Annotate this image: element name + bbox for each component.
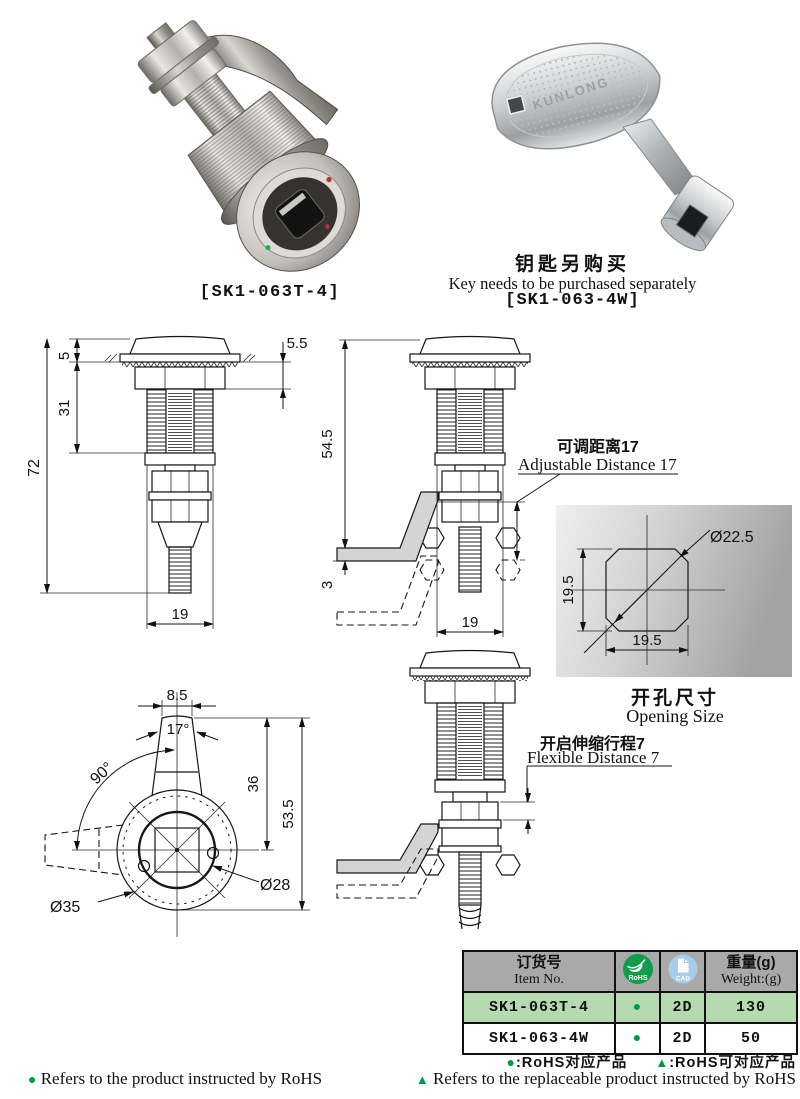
- svg-text:RoHS: RoHS: [628, 975, 647, 982]
- item-no-cell: SK1-063T-4: [462, 990, 616, 1024]
- dim-foot-3: 3: [320, 581, 336, 589]
- order-table: 订货号 Item No. RoHS CAD: [462, 950, 798, 1055]
- red-index-dot: [326, 177, 332, 183]
- rohs-legend-cn: ●:RoHS对应产品 ▲:RoHS可对应产品: [506, 1054, 796, 1071]
- dim-width-19: 19: [172, 606, 189, 623]
- header-rohs: RoHS: [614, 950, 661, 993]
- key-note-en: Key needs to be purchased separately: [448, 273, 697, 293]
- green-dot-symbol: ●: [506, 1054, 516, 1070]
- dim-total-53-5: 53.5: [280, 799, 297, 828]
- weight-cell: 130: [704, 990, 798, 1024]
- cad-cell: 2D: [659, 990, 706, 1024]
- dim-tip-8-5: 8.5: [167, 687, 188, 704]
- rohs-dot: ●: [632, 1030, 643, 1047]
- header-weight: 重量(g) Weight:(g): [704, 950, 798, 993]
- top-view-drawing: 90° 17° 8.5 36 53.5 Ø35 Ø28: [44, 687, 310, 937]
- dim-cap-5: 5: [56, 352, 73, 360]
- flexible-view-drawing: 开启伸缩行程7 Flexible Distance 7: [336, 649, 672, 930]
- green-dot-symbol: ●: [28, 1073, 37, 1088]
- weight-cell: 50: [704, 1021, 798, 1055]
- rohs-note-triangle: Refers to the replaceable product instru…: [432, 1069, 796, 1088]
- dim-thread-31: 31: [56, 400, 73, 417]
- cad-cell: 2D: [659, 1021, 706, 1055]
- dim-center-36: 36: [245, 776, 262, 793]
- table-row: SK1-063-4W ● 2D 50: [462, 1021, 798, 1055]
- flexible-distance-label-en: Flexible Distance 7: [527, 748, 660, 767]
- item-no-cell: SK1-063-4W: [462, 1021, 616, 1055]
- angle-rotate-90: 90°: [87, 759, 116, 788]
- adjustable-distance-label-en: Adjustable Distance 17: [518, 455, 677, 474]
- svg-text:CAD: CAD: [675, 976, 689, 983]
- adjustable-view-drawing: 54.5 3 19 可调距离17 Adjustable Distance 17: [320, 335, 678, 637]
- dim-total-72: 72: [26, 459, 43, 477]
- key-note-block: 钥匙另购买 Key needs to be purchased separate…: [430, 255, 715, 310]
- dim-height-54-5: 54.5: [320, 429, 336, 458]
- dim-opening-w: 19.5: [632, 632, 661, 649]
- key-note-cn: 钥匙另购买: [514, 254, 630, 275]
- table-header-row: 订货号 Item No. RoHS CAD: [462, 950, 798, 993]
- rohs-note-dot: Refers to the product instructed by RoHS: [40, 1069, 323, 1088]
- flexible-distance-label-cn: 开启伸缩行程7: [540, 734, 645, 753]
- dim-flange-5-5: 5.5: [287, 335, 308, 352]
- rohs-legend-en: ● Refers to the product instructed by Ro…: [28, 1069, 796, 1089]
- header-cad: CAD: [659, 950, 706, 993]
- opening-size-diagram: Ø22.5 19.5 19.5: [556, 505, 792, 677]
- table-row: SK1-063T-4 ● 2D 130: [462, 990, 798, 1024]
- green-index-dot: [265, 245, 271, 251]
- header-item-no: 订货号 Item No.: [462, 950, 616, 993]
- lock-model-label: [SK1-063T-4]: [199, 283, 341, 302]
- rohs-icon: RoHS: [622, 954, 653, 984]
- lock-product-photo: [137, 20, 360, 272]
- dim-opening-dia: Ø22.5: [710, 529, 754, 546]
- dia-outer-35: Ø35: [50, 899, 80, 916]
- opening-size-title-cn: 开孔尺寸: [630, 688, 719, 709]
- cad-icon: CAD: [668, 954, 697, 984]
- adjustable-distance-label-cn: 可调距离17: [557, 437, 639, 456]
- dim-opening-h: 19.5: [560, 575, 577, 604]
- dim-width-19b: 19: [462, 614, 479, 631]
- rohs-dot: ●: [632, 999, 643, 1016]
- angle-taper-17: 17°: [167, 721, 190, 738]
- opening-size-title-en: Opening Size: [626, 706, 724, 726]
- key-model-label: [SK1-063-4W]: [505, 291, 640, 311]
- green-triangle-symbol: ▲: [655, 1055, 670, 1070]
- dia-inner-28: Ø28: [260, 877, 290, 894]
- key-product-photo: KUNLONG: [491, 42, 734, 252]
- green-triangle-symbol: ▲: [415, 1072, 429, 1087]
- front-view-drawing: 5 31 72 5.5 19: [26, 335, 308, 629]
